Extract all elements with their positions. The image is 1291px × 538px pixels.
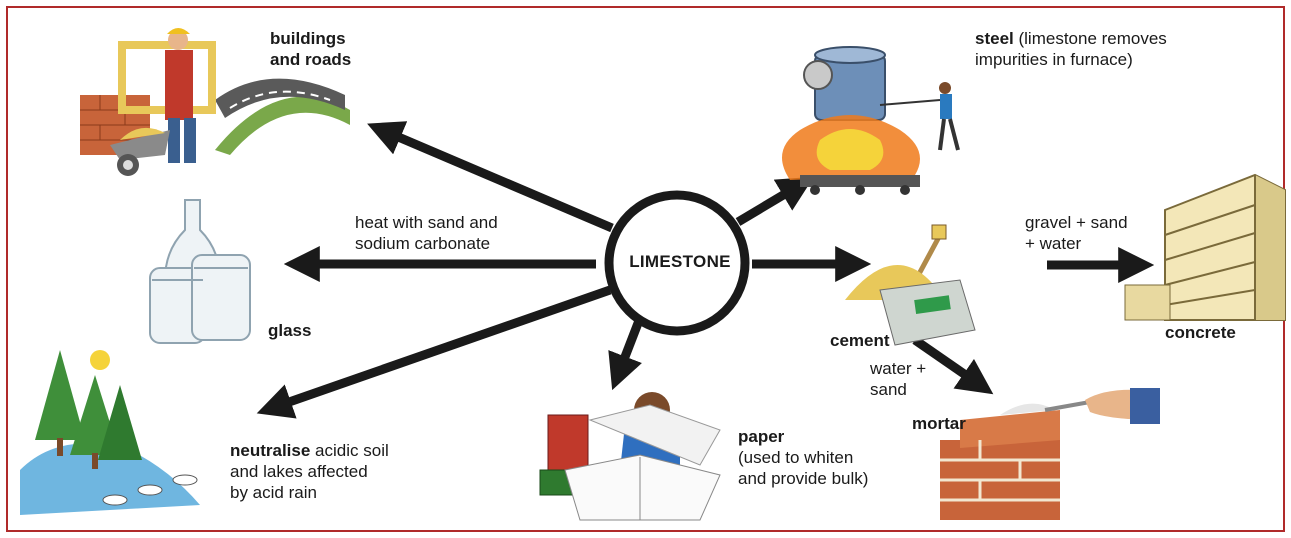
- label-concrete-process: gravel + sand + water: [1025, 212, 1128, 254]
- paper-title: paper: [738, 427, 785, 446]
- paper-desc: (used to whiten: [738, 448, 854, 467]
- label-glass: glass: [268, 320, 311, 341]
- concrete-process-line1: gravel + sand: [1025, 213, 1128, 232]
- paper-desc-line2: and provide bulk): [738, 469, 869, 488]
- building-icon: [1124, 173, 1286, 321]
- label-glass-process: heat with sand and sodium carbonate: [355, 212, 498, 254]
- concrete-process-line2: + water: [1025, 234, 1082, 253]
- arrows: [256, 121, 1155, 419]
- glass-jars-icon: [149, 199, 251, 344]
- steel-title: steel: [975, 29, 1014, 48]
- limestone-hub: [604, 190, 750, 336]
- neutralise-desc: acidic soil: [315, 441, 389, 460]
- steel-furnace-icon: [782, 46, 960, 195]
- mortar-process-line2: sand: [870, 380, 907, 399]
- glass-process-line2: sodium carbonate: [355, 234, 491, 253]
- label-mortar-process: water + sand: [870, 358, 926, 400]
- neutralise-line3: by acid rain: [230, 483, 317, 502]
- worker-wheelbarrow-icon: [80, 28, 350, 176]
- buildings-title-line2: and roads: [270, 50, 352, 69]
- neutralise-line2: and lakes affected: [230, 462, 368, 481]
- label-steel: steel (limestone removes impurities in f…: [975, 28, 1167, 70]
- arrow-to-mortar: [912, 336, 994, 395]
- mortar-title: mortar: [912, 414, 966, 433]
- mortar-process-line1: water +: [870, 359, 927, 378]
- brick-wall-icon: [940, 388, 1160, 520]
- cement-title: cement: [830, 331, 890, 350]
- label-mortar: mortar: [912, 413, 966, 434]
- reader-books-icon: [539, 392, 721, 521]
- buildings-title: buildings: [270, 29, 346, 48]
- limestone-label: LIMESTONE: [629, 252, 731, 271]
- glass-title: glass: [268, 321, 312, 340]
- neutralise-title: neutralise: [230, 441, 311, 460]
- concrete-title: concrete: [1165, 323, 1236, 342]
- label-neutralise: neutralise acidic soil and lakes affecte…: [230, 440, 389, 503]
- steel-desc-line2: impurities in furnace): [975, 50, 1133, 69]
- cement-pile-icon: [845, 224, 976, 346]
- arrow-to-neutralise: [256, 285, 612, 419]
- arrow-to-buildings: [367, 121, 614, 233]
- label-buildings: buildings and roads: [270, 28, 351, 70]
- label-cement: cement: [830, 330, 890, 351]
- glass-process-line1: heat with sand and: [355, 213, 498, 232]
- arrow-to-paper: [608, 316, 645, 391]
- arrow-to-steel: [735, 176, 814, 226]
- steel-desc: (limestone removes: [1018, 29, 1167, 48]
- label-paper: paper (used to whiten and provide bulk): [738, 426, 868, 489]
- label-concrete: concrete: [1165, 322, 1236, 343]
- forest-lake-icon: [20, 350, 200, 515]
